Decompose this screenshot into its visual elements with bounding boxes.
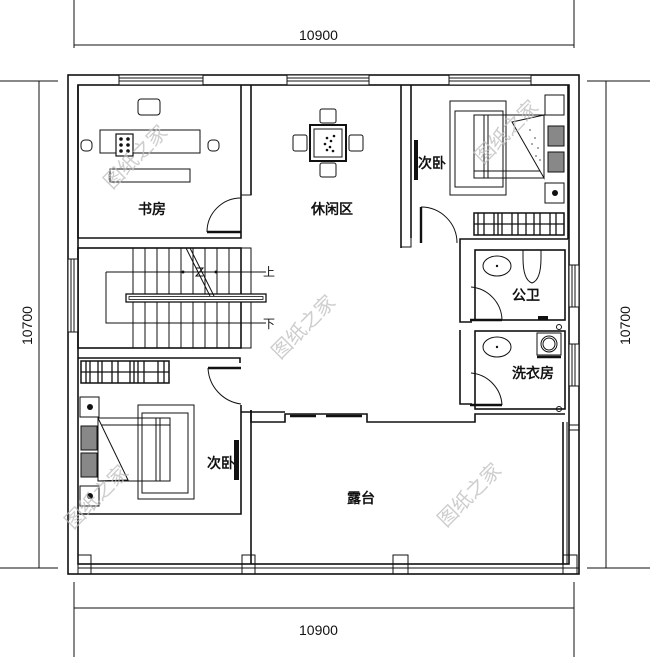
room-label-terrace: 露台	[347, 490, 375, 507]
room-label-bathroom: 公卫	[512, 288, 540, 304]
terrace-wall	[241, 410, 565, 423]
dimension-left	[0, 80, 58, 569]
toilet	[522, 249, 542, 284]
room-study: 书房	[77, 84, 252, 239]
dimension-label-left: 10700	[19, 306, 35, 345]
office-chair	[137, 98, 161, 116]
window-study	[118, 74, 204, 86]
bed-ne	[449, 100, 507, 196]
dimension-label-top: 10900	[299, 27, 338, 43]
watermark: 图纸之家	[433, 458, 507, 532]
room-label-bedroom-ne: 次卧	[418, 155, 446, 172]
game-table	[309, 124, 347, 162]
room-bedroom-ne: 次卧	[410, 85, 569, 248]
sink-laundry	[482, 336, 512, 358]
window-bedroom-ne	[448, 74, 532, 86]
window-laundry	[568, 343, 580, 387]
bed-sw	[137, 404, 195, 500]
window-stair	[67, 258, 79, 333]
room-label-bedroom-sw: 次卧	[207, 455, 235, 472]
window-bathroom	[568, 264, 580, 308]
desk	[99, 129, 201, 154]
room-label-leisure: 休闲区	[310, 201, 353, 218]
dimension-top	[73, 0, 575, 48]
bookshelf	[109, 168, 191, 183]
room-label-laundry: 洗衣房	[512, 365, 554, 382]
stair-label-down: 下	[263, 317, 275, 331]
room-label-study: 书房	[138, 201, 166, 218]
side-chair-right	[207, 139, 220, 152]
stair-label-up: 上	[263, 265, 275, 279]
dimension-label-right: 10700	[617, 306, 633, 345]
watermark: 图纸之家	[99, 120, 173, 194]
room-terrace: 露台	[77, 422, 579, 575]
dimension-right	[587, 80, 650, 569]
room-leisure: 休闲区	[250, 84, 412, 248]
sink-bathroom	[482, 255, 512, 277]
room-bedroom-sw: 次卧	[78, 357, 252, 564]
room-bathroom: 公卫	[459, 248, 566, 323]
room-laundry: 洗衣房	[459, 324, 566, 412]
staircase: 上 下	[77, 247, 275, 349]
dimension-label-bottom: 10900	[299, 622, 338, 638]
watermark: 图纸之家	[267, 290, 341, 364]
window-leisure	[286, 74, 370, 86]
dimension-bottom	[73, 582, 575, 657]
side-chair-left	[80, 139, 93, 152]
washing-machine	[536, 332, 562, 356]
